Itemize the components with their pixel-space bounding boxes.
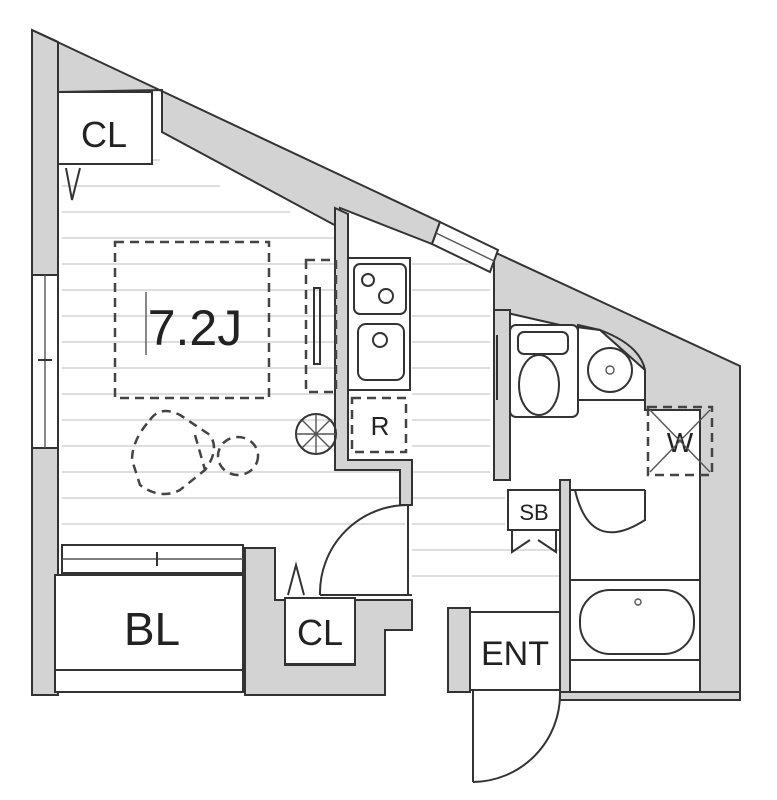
- bath-door: [569, 489, 646, 560]
- top-window: [430, 220, 500, 274]
- shoe-box: SB: [507, 489, 561, 554]
- closet-top: CL: [57, 91, 153, 201]
- bathtub: [569, 579, 701, 661]
- left-window: [31, 274, 59, 449]
- kitchen-counter: R: [347, 257, 411, 454]
- refrigerator-label: R: [371, 411, 390, 441]
- room-door: [318, 504, 412, 596]
- light-fixture-icon: [295, 413, 337, 455]
- balcony: BL: [54, 544, 244, 693]
- closet-top-label: CL: [81, 114, 127, 155]
- walls: [31, 28, 741, 701]
- entrance-label: ENT: [481, 635, 549, 673]
- washer-space: W: [646, 405, 714, 477]
- floor-hatching: [62, 159, 560, 577]
- closet-bottom: CL: [284, 561, 356, 665]
- balcony-label: BL: [124, 603, 180, 655]
- closet-bottom-label: CL: [297, 612, 343, 653]
- shelf-unit: [304, 258, 338, 394]
- shoe-box-label: SB: [519, 500, 548, 525]
- entrance: ENT: [469, 611, 562, 783]
- room-size-box: [113, 240, 271, 400]
- room-size-label: 7.2J: [148, 300, 243, 356]
- toilet-room: [496, 323, 646, 418]
- dining-furniture: [130, 409, 260, 496]
